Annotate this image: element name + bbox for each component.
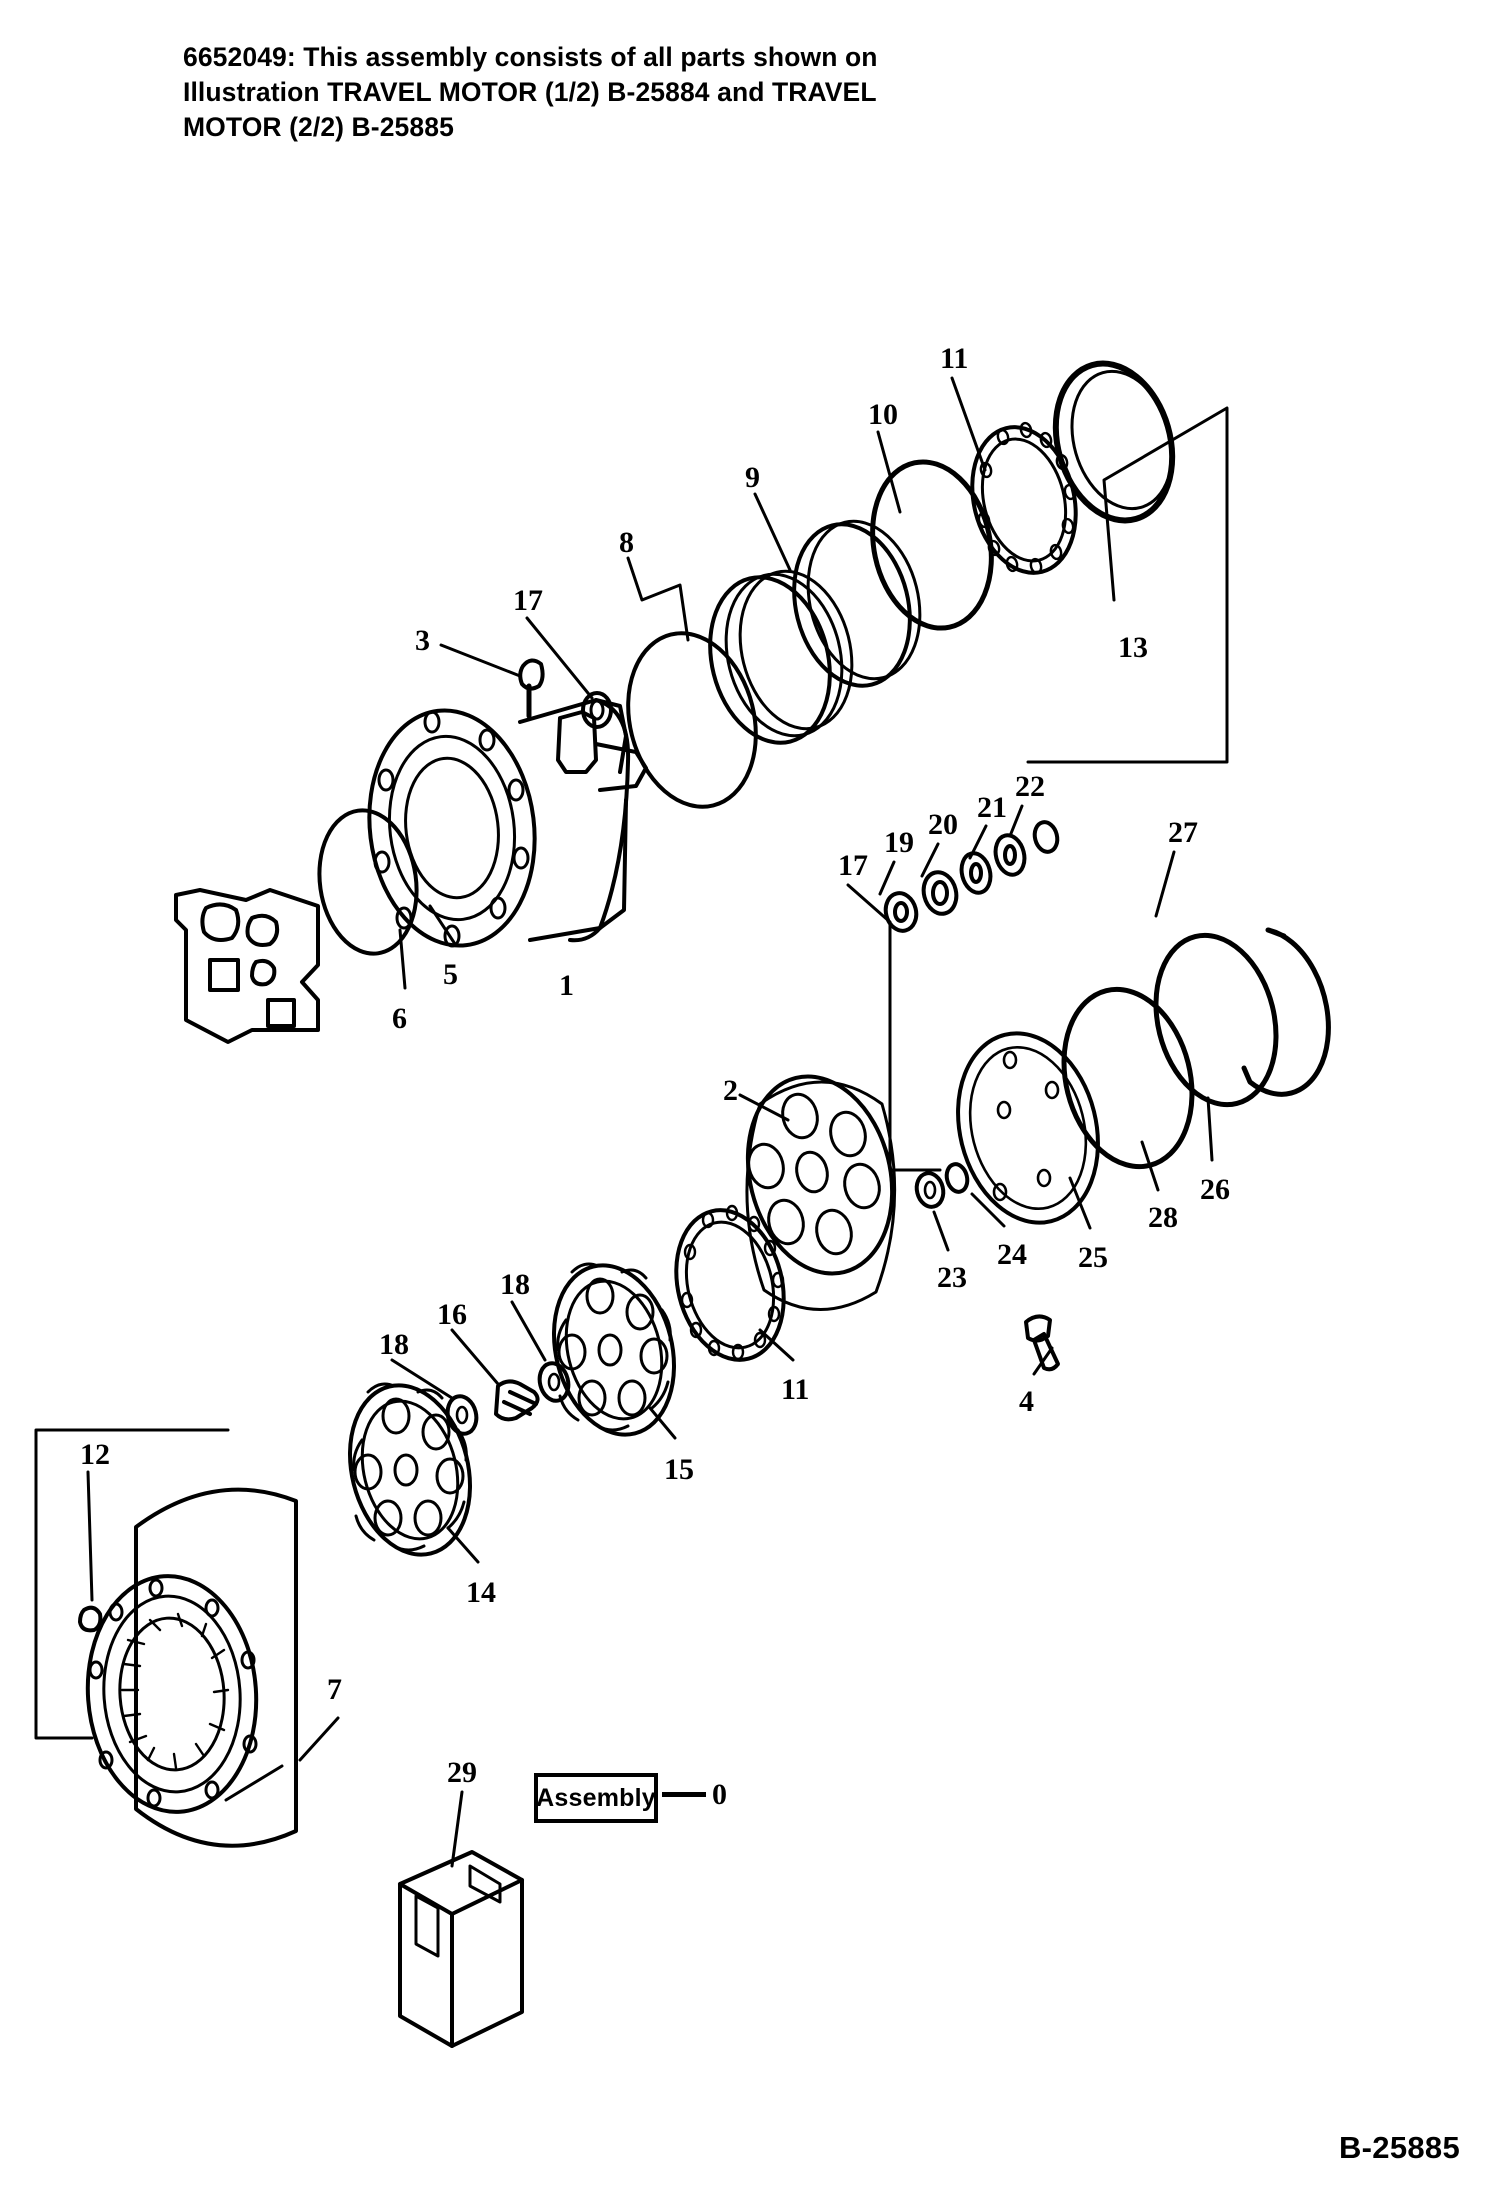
- part-6-plate: [310, 804, 425, 960]
- part-28-oring: [1046, 976, 1210, 1181]
- callout-11: 11: [940, 342, 969, 375]
- part-18a-washer: [536, 1360, 572, 1404]
- callout-8: 8: [619, 526, 634, 559]
- callout-26: 26: [1200, 1173, 1230, 1206]
- callout-20: 20: [928, 808, 958, 841]
- assembly-note-line-2: Illustration TRAVEL MOTOR (1/2) B-25884 …: [183, 77, 877, 108]
- leader-4: [1034, 1348, 1052, 1374]
- leader-24: [972, 1194, 1004, 1226]
- callout-17-lower: 17: [838, 849, 868, 882]
- callout-22: 22: [1015, 770, 1045, 803]
- part-bracket-fragment: [176, 890, 318, 1042]
- part-12-dowel: [80, 1608, 100, 1631]
- part-23-pin: [913, 1170, 946, 1209]
- assembly-legend-label: Assembly: [536, 1783, 656, 1812]
- callout-2: 2: [723, 1074, 738, 1107]
- part-17b-washer: [882, 890, 920, 934]
- part-2-cylinder-block: [728, 1061, 912, 1309]
- callout-18-upper: 18: [500, 1268, 530, 1301]
- drawing-code: B-25885: [1338, 2130, 1460, 2165]
- callout-25: 25: [1078, 1241, 1108, 1274]
- callout-10: 10: [868, 398, 898, 431]
- callout-24: 24: [997, 1238, 1027, 1271]
- callout-21: 21: [977, 791, 1007, 824]
- part-7-drum: [80, 1490, 296, 1846]
- leader-23: [934, 1212, 948, 1250]
- assembly-legend-box: Assembly: [534, 1773, 658, 1823]
- frame-12: [36, 1430, 228, 1738]
- part-13-ring: [1038, 350, 1190, 535]
- part-3-plug: [520, 660, 542, 716]
- callout-19: 19: [884, 826, 914, 859]
- assembly-note: 6652049: This assembly consists of all p…: [183, 40, 1083, 146]
- callout-7: 7: [327, 1673, 342, 1706]
- part-27-snap-ring: [1244, 930, 1328, 1094]
- part-21-washer: [992, 832, 1029, 878]
- callout-13: 13: [1118, 631, 1148, 664]
- part-16-pin: [496, 1381, 538, 1419]
- part-10-oring: [858, 451, 1006, 639]
- part-1-housing: [356, 700, 646, 955]
- part-24-washer: [944, 1162, 970, 1194]
- part-17a-washer: [583, 693, 611, 727]
- leader-11b: [760, 1330, 793, 1360]
- leader-28: [1142, 1142, 1158, 1190]
- leader-22: [1010, 806, 1022, 836]
- part-22-nut: [1032, 820, 1061, 854]
- part-4-bolt: [1026, 1316, 1058, 1369]
- callout-14: 14: [466, 1576, 496, 1609]
- assembly-legend-ref: 0: [712, 1778, 727, 1811]
- leader-12: [88, 1472, 92, 1600]
- leader-18a: [512, 1302, 545, 1360]
- part-29-kit-box: [400, 1852, 522, 2046]
- callout-18-lower: 18: [379, 1328, 409, 1361]
- leader-20: [922, 844, 938, 876]
- callout-16: 16: [437, 1298, 467, 1331]
- part-9-seal: [693, 559, 867, 755]
- leader-2: [740, 1095, 788, 1120]
- leader-17b: [848, 885, 940, 1170]
- leader-26: [1208, 1098, 1212, 1160]
- callout-3: 3: [415, 624, 430, 657]
- callout-23: 23: [937, 1261, 967, 1294]
- part-20-ring: [958, 850, 995, 896]
- callout-1: 1: [559, 969, 574, 1002]
- part-11b-bearing: [661, 1199, 799, 1372]
- leader-14: [448, 1528, 478, 1562]
- callout-4: 4: [1019, 1385, 1034, 1418]
- leader-29: [452, 1792, 462, 1866]
- callout-29: 29: [447, 1756, 477, 1789]
- callout-9: 9: [745, 461, 760, 494]
- leader-16: [452, 1330, 498, 1384]
- assembly-legend-dash: [662, 1792, 706, 1797]
- callout-27: 27: [1168, 816, 1198, 849]
- leader-27: [1156, 852, 1174, 916]
- part-9b-seal: [778, 509, 936, 698]
- leader-7: [300, 1718, 338, 1760]
- assembly-note-line-1: 6652049: This assembly consists of all p…: [183, 42, 878, 72]
- leader-11: [952, 378, 985, 470]
- callout-5: 5: [443, 958, 458, 991]
- part-14-shoe-plate: [333, 1373, 487, 1568]
- callout-17-upper: 17: [513, 584, 543, 617]
- part-15-shoe-plate: [537, 1253, 691, 1448]
- part-8-shim: [611, 620, 774, 821]
- part-26-ring: [1139, 923, 1293, 1118]
- assembly-note-line-3: MOTOR (2/2) B-25885: [183, 112, 454, 143]
- leader-6: [400, 930, 405, 988]
- callout-28: 28: [1148, 1201, 1178, 1234]
- part-19-spacer: [919, 869, 960, 917]
- callout-6: 6: [392, 1002, 407, 1035]
- leader-18b: [392, 1360, 452, 1398]
- callout-11-lower: 11: [781, 1373, 810, 1406]
- leader-19: [880, 862, 894, 894]
- callout-12: 12: [80, 1438, 110, 1471]
- leader-25: [1070, 1178, 1090, 1228]
- part-18b-washer: [444, 1393, 480, 1437]
- callout-15: 15: [664, 1453, 694, 1486]
- leader-15: [650, 1408, 675, 1438]
- part-25-plate: [939, 1018, 1117, 1237]
